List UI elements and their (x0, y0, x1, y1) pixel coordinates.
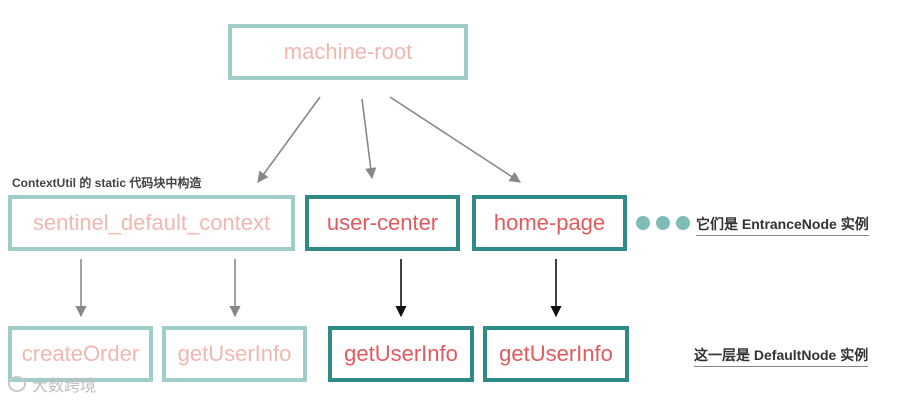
node-create-order-label: createOrder (21, 341, 140, 366)
watermark: 大数跨境 (8, 372, 96, 396)
node-sentinel-default-context-label: sentinel_default_context (32, 210, 271, 235)
edge-root-to-home-page (389, 96, 521, 183)
node-user-center: user-center (305, 195, 460, 251)
node-get-user-info-3-label: getUserInfo (499, 341, 613, 366)
node-home-page: home-page (472, 195, 627, 251)
node-sentinel-default-context: sentinel_default_context (8, 195, 295, 251)
node-user-center-label: user-center (326, 210, 439, 235)
dot-3 (676, 216, 690, 230)
dot-1 (636, 216, 650, 230)
node-get-user-info-1: getUserInfo (162, 326, 307, 382)
node-get-user-info-2-label: getUserInfo (344, 341, 458, 366)
edge-root-to-user-center (361, 98, 377, 180)
dot-2 (656, 216, 670, 230)
node-get-user-info-2: getUserInfo (328, 326, 474, 382)
watermark-logo-icon (8, 376, 26, 392)
annotation-default-node: 这一层是 DefaultNode 实例 (694, 345, 869, 367)
annotation-context-util: ContextUtil 的 static 代码块中构造 (12, 176, 202, 190)
watermark-text: 大数跨境 (32, 378, 97, 395)
edge-root-to-default-context (257, 96, 321, 183)
node-get-user-info-3: getUserInfo (483, 326, 629, 382)
node-machine-root-label: machine-root (283, 39, 413, 64)
node-create-order: createOrder (8, 326, 153, 382)
node-machine-root: machine-root (228, 24, 468, 80)
ellipsis-dots (636, 216, 690, 230)
node-get-user-info-1-label: getUserInfo (177, 341, 292, 366)
annotation-entrance-node: 它们是 EntranceNode 实例 (696, 214, 869, 236)
node-home-page-label: home-page (493, 210, 606, 235)
